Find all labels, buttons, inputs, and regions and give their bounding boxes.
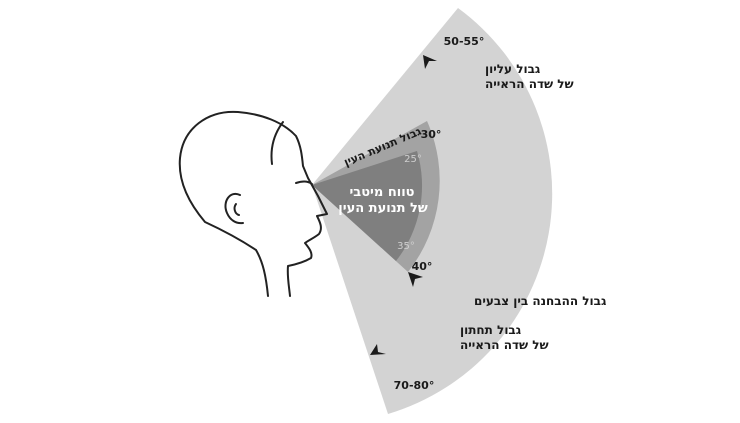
label-upper-field-line1: גבול עליון <box>485 62 541 76</box>
angle-lower-field: 70-80° <box>394 379 435 392</box>
arrow-color-limit-icon <box>408 272 423 287</box>
angle-lower-optimal: 35° <box>397 241 415 252</box>
label-optimal-line2: של תנועת העין <box>338 201 428 216</box>
label-lower-field-line1: גבול תחתון <box>460 323 522 337</box>
angle-lower-eye-movement: 40° <box>412 260 433 273</box>
angle-upper-field: 50-55° <box>444 35 485 48</box>
label-lower-field-line2: של שדה הראייה <box>460 338 549 352</box>
label-optimal-line1: טווח מיטבי <box>349 185 414 200</box>
label-upper-field-line2: של שדה הראייה <box>485 77 574 91</box>
angle-upper-eye-movement: 30° <box>421 128 442 141</box>
arrow-lower-field-icon <box>370 344 386 355</box>
arrow-upper-field-icon <box>423 55 437 69</box>
optimal-range-sector <box>312 151 423 261</box>
angle-upper-optimal: 25° <box>404 154 422 165</box>
label-color-distinction-limit: גבול ההבחנה בין צבעים <box>474 294 607 308</box>
head-profile-icon <box>178 110 328 297</box>
